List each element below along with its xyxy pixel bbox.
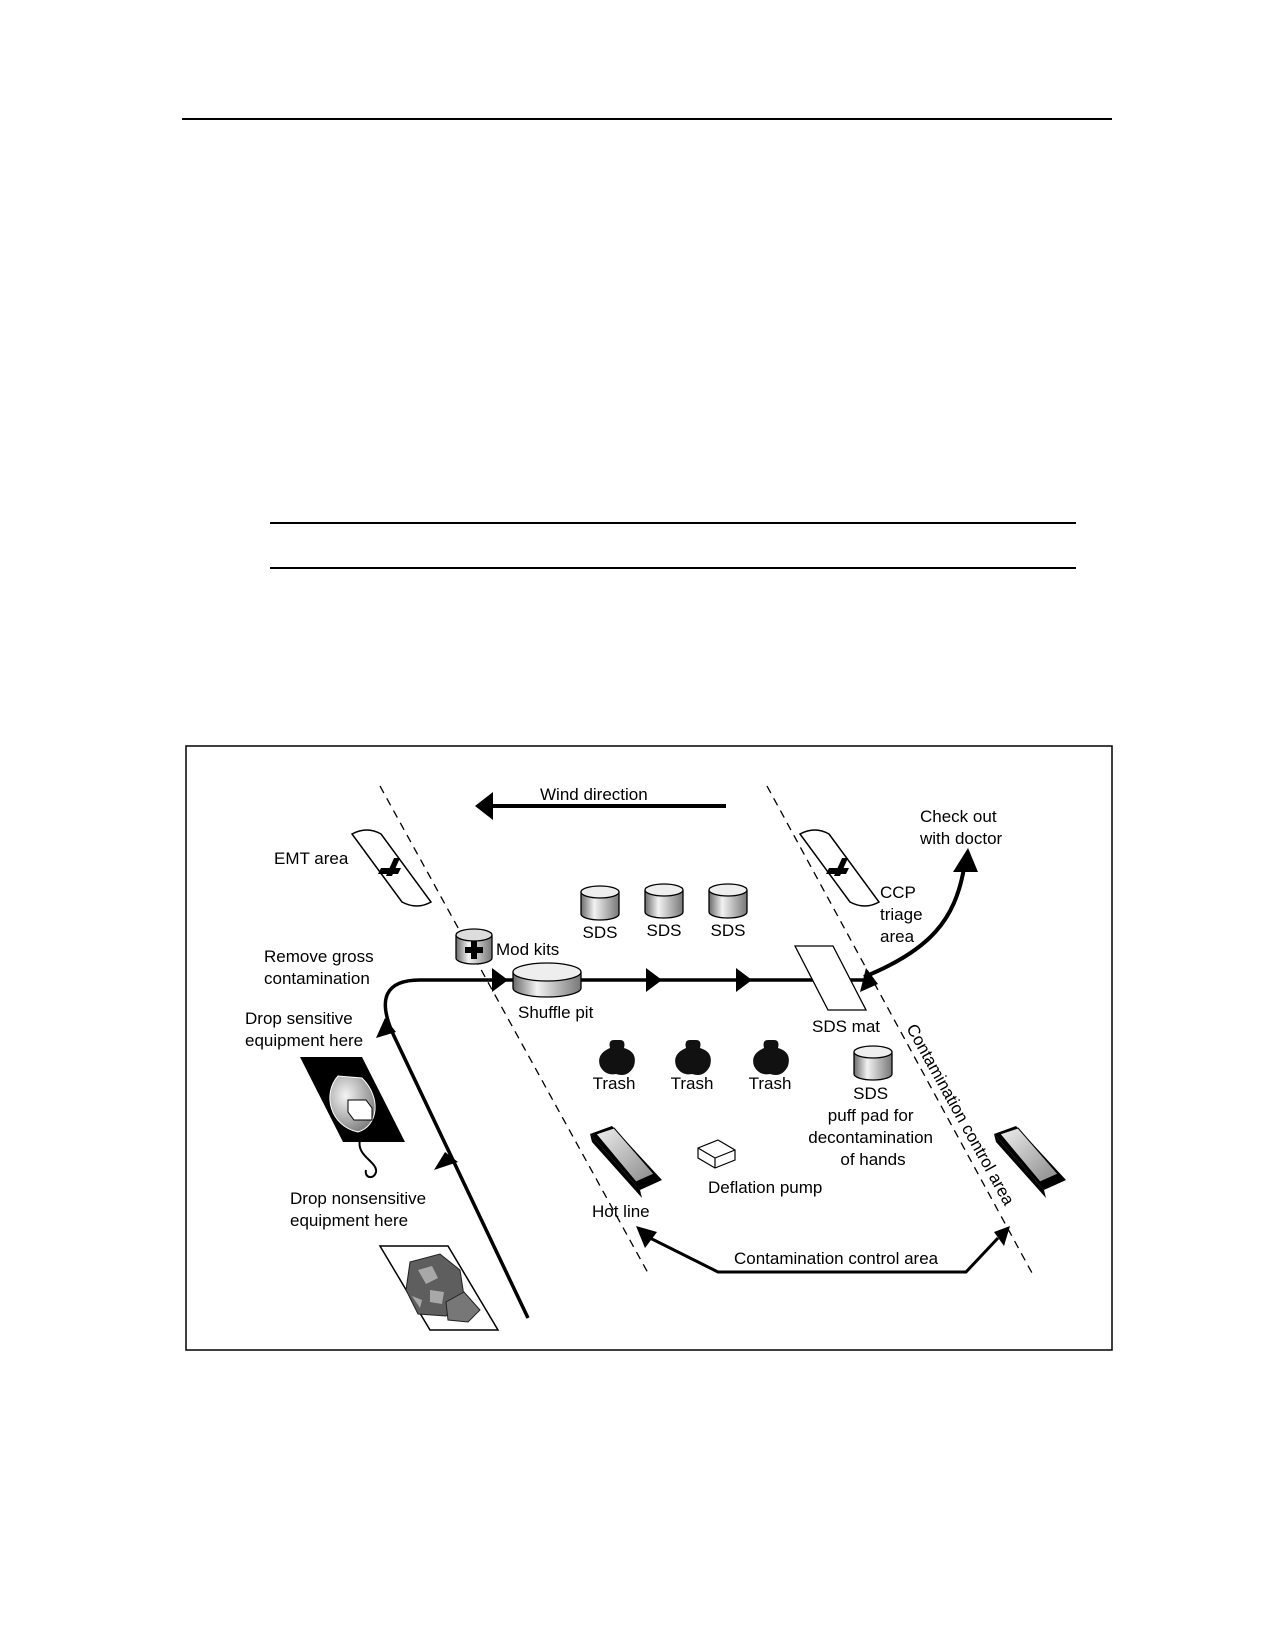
sds-puff-pad-label: SDS puff pad for decontamination of hand…: [808, 1084, 938, 1169]
sds-can: [580, 885, 620, 921]
ccp-triage-marker: [798, 829, 881, 907]
mod-kits-can: [455, 928, 493, 965]
check-out-label: Check out with doctor: [919, 807, 1003, 848]
contamination-exit-pad: [994, 1126, 1066, 1198]
sds-label: SDS: [583, 923, 618, 942]
sds-puff-pad-can: [853, 1045, 893, 1081]
sds-mat-label: SDS mat: [812, 1017, 880, 1036]
remove-gross-contamination-label: Remove gross contamination: [264, 947, 378, 988]
hot-line-pad: [590, 1126, 662, 1198]
contamination-control-area-bracket: [636, 1226, 1010, 1274]
decon-route-path: [376, 968, 878, 1319]
sensitive-equipment-drop-pad: [300, 1057, 405, 1178]
ccp-triage-label: CCP triage area: [880, 883, 927, 946]
trash-bag-icon: [753, 1040, 789, 1075]
contamination-area-boundary: [766, 785, 1033, 1274]
trash-label: Trash: [749, 1074, 792, 1093]
shuffle-pit-label: Shuffle pit: [518, 1003, 594, 1022]
emt-area-label: EMT area: [274, 849, 349, 868]
sds-mat: [793, 945, 868, 1011]
hot-line-label: Hot line: [592, 1202, 650, 1221]
wind-direction-arrow: [475, 792, 726, 820]
nonsensitive-equipment-drop-pad: [378, 1245, 500, 1331]
medical-cross-icon: [826, 858, 849, 876]
deflation-pump-label: Deflation pump: [708, 1178, 822, 1197]
trash-label: Trash: [593, 1074, 636, 1093]
sds-can: [708, 883, 748, 919]
table-top-rule: [270, 522, 1076, 524]
trash-bag-icon: [599, 1040, 635, 1075]
figure-frame: [185, 745, 1113, 1351]
check-out-path: [863, 848, 978, 979]
table-bottom-rule: [270, 567, 1076, 569]
sds-can: [644, 883, 684, 919]
sds-label: SDS: [711, 921, 746, 940]
emt-area-marker: [350, 829, 433, 907]
drop-nonsensitive-label: Drop nonsensitive equipment here: [290, 1189, 431, 1230]
deflation-pump-icon: [697, 1139, 736, 1169]
mod-kits-label: Mod kits: [496, 940, 559, 959]
contamination-control-area-label: Contamination control area: [734, 1249, 939, 1268]
drop-sensitive-label: Drop sensitive equipment here: [245, 1009, 363, 1050]
trash-label: Trash: [671, 1074, 714, 1093]
header-rule: [182, 118, 1112, 120]
medical-cross-icon: [378, 858, 401, 876]
sds-label: SDS: [647, 921, 682, 940]
trash-bag-icon: [675, 1040, 711, 1075]
hot-line-boundary: [379, 785, 649, 1274]
shuffle-pit: [512, 962, 582, 998]
wind-direction-label: Wind direction: [540, 785, 648, 804]
